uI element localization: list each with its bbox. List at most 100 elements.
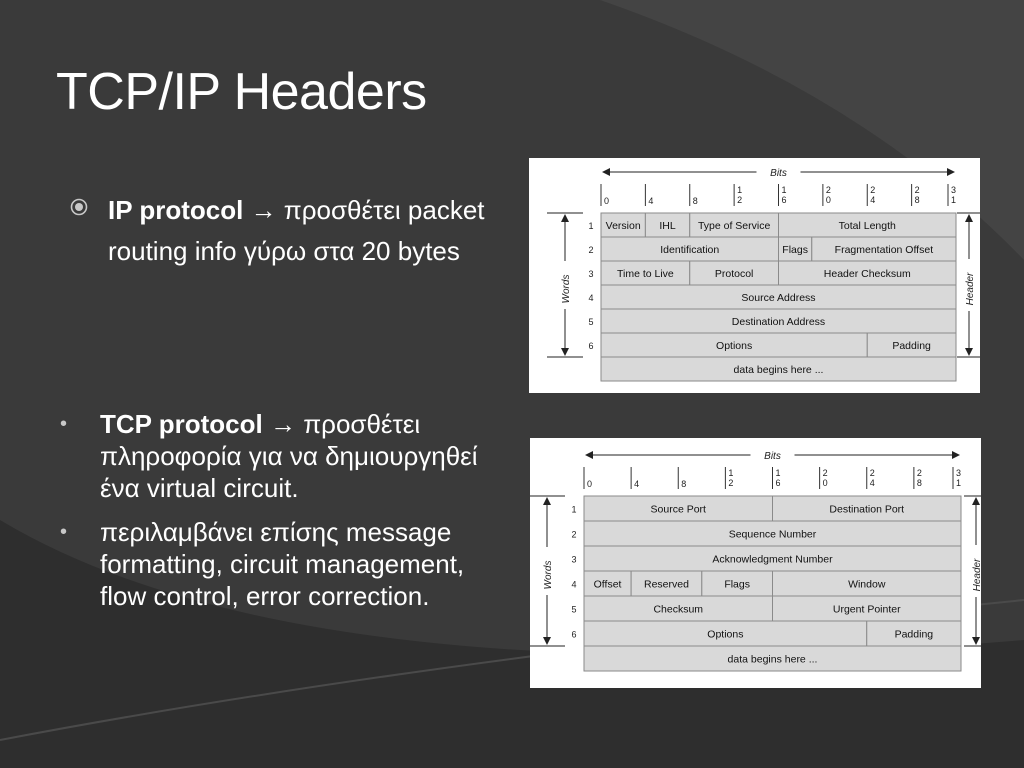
header-field-label: data begins here ... [728, 654, 818, 666]
header-field-label: data begins here ... [734, 364, 824, 376]
dot-bullet-icon: • [60, 521, 68, 543]
extra-bullet: • περιλαμβάνει επίσης message formatting… [60, 516, 500, 612]
header-field-cell [811, 236, 957, 262]
header-field-label: Options [716, 340, 752, 352]
header-field-cell [778, 236, 813, 262]
header-field-label: Checksum [653, 604, 703, 616]
words-label: Words [543, 561, 554, 590]
arrow-icon: → [250, 195, 277, 225]
header-field-cell [583, 520, 962, 547]
bit-tick-label: 4 [648, 196, 653, 206]
tcp-bullet-list: • TCP protocol → προσθέτει πληροφορία γι… [60, 408, 500, 624]
word-number: 2 [588, 245, 593, 255]
header-field-cell [583, 545, 962, 572]
header-field-cell [600, 356, 957, 382]
slide-title: TCP/IP Headers [56, 63, 427, 121]
word-number: 3 [588, 269, 593, 279]
word-number: 3 [571, 555, 576, 565]
tcp-bullet-text: προσθέτει πληροφορία για να δημιουργηθεί… [100, 409, 478, 503]
header-label: Header [972, 558, 981, 591]
word-number: 6 [571, 630, 576, 640]
word-number: 5 [588, 317, 593, 327]
circle-bullet-icon [70, 198, 88, 216]
header-field-label: Identification [660, 244, 719, 256]
header-field-label: Destination Address [732, 316, 825, 328]
bit-tick-label: 0 [604, 196, 609, 206]
word-number: 1 [588, 221, 593, 231]
bits-label: Bits [770, 168, 787, 179]
header-field-label: Source Port [651, 504, 707, 516]
header-field-cell [689, 212, 779, 238]
header-field-label: Header Checksum [824, 268, 911, 280]
header-field-cell [778, 212, 957, 238]
header-field-label: Fragmentation Offset [835, 244, 934, 256]
header-field-label: Reserved [644, 579, 689, 591]
extra-bullet-text: περιλαμβάνει επίσης message formatting, … [100, 517, 465, 611]
header-field-label: Total Length [839, 220, 896, 232]
word-number: 2 [571, 530, 576, 540]
words-label: Words [561, 275, 572, 304]
tcp-bullet: • TCP protocol → προσθέτει πληροφορία γι… [60, 408, 500, 504]
header-field-label: Type of Service [698, 220, 771, 232]
header-field-cell [583, 495, 773, 522]
header-field-label: Offset [594, 579, 622, 591]
ip-bullet: IP protocol → προσθέτει packet routing i… [66, 190, 506, 272]
bits-label: Bits [764, 451, 781, 462]
header-field-cell [600, 332, 868, 358]
header-field-cell [600, 236, 779, 262]
header-field-cell [600, 308, 957, 334]
header-field-cell [583, 595, 773, 622]
bit-tick-label: 4 [634, 479, 639, 489]
arrow-icon: → [269, 409, 296, 439]
header-field-cell [583, 570, 632, 597]
dot-bullet-icon: • [60, 413, 68, 435]
bit-tick-label: 8 [681, 479, 686, 489]
header-field-label: Window [848, 579, 886, 591]
header-field-cell [772, 595, 962, 622]
header-field-label: Protocol [715, 268, 754, 280]
header-field-label: Flags [782, 244, 808, 256]
header-field-label: Padding [895, 629, 934, 641]
header-field-label: Version [606, 220, 641, 232]
header-field-cell [583, 645, 962, 672]
header-field-label: Urgent Pointer [833, 604, 901, 616]
header-field-label: Options [707, 629, 743, 641]
header-field-label: Sequence Number [729, 529, 817, 541]
ip-bullet-bold: IP protocol [108, 195, 244, 225]
word-number: 6 [588, 341, 593, 351]
word-number: 4 [588, 293, 593, 303]
word-number: 1 [571, 505, 576, 515]
bit-tick-label: 0 [587, 479, 592, 489]
ip-bullet-text: προσθέτει packet routing info γύρω στα 2… [108, 195, 485, 266]
header-label: Header [965, 272, 976, 305]
header-field-cell [866, 332, 957, 358]
tcp-bullet-bold: TCP protocol [100, 409, 263, 439]
header-field-label: Destination Port [829, 504, 904, 516]
header-field-label: Acknowledgment Number [712, 554, 833, 566]
ip-bullet-list: IP protocol → προσθέτει packet routing i… [66, 190, 506, 272]
header-field-label: IHL [659, 220, 676, 232]
word-number: 5 [571, 605, 576, 615]
header-field-label: Flags [724, 579, 750, 591]
header-field-label: Time to Live [617, 268, 674, 280]
header-field-cell [772, 495, 962, 522]
bit-tick-label: 8 [693, 196, 698, 206]
word-number: 4 [571, 580, 576, 590]
header-field-label: Padding [892, 340, 931, 352]
